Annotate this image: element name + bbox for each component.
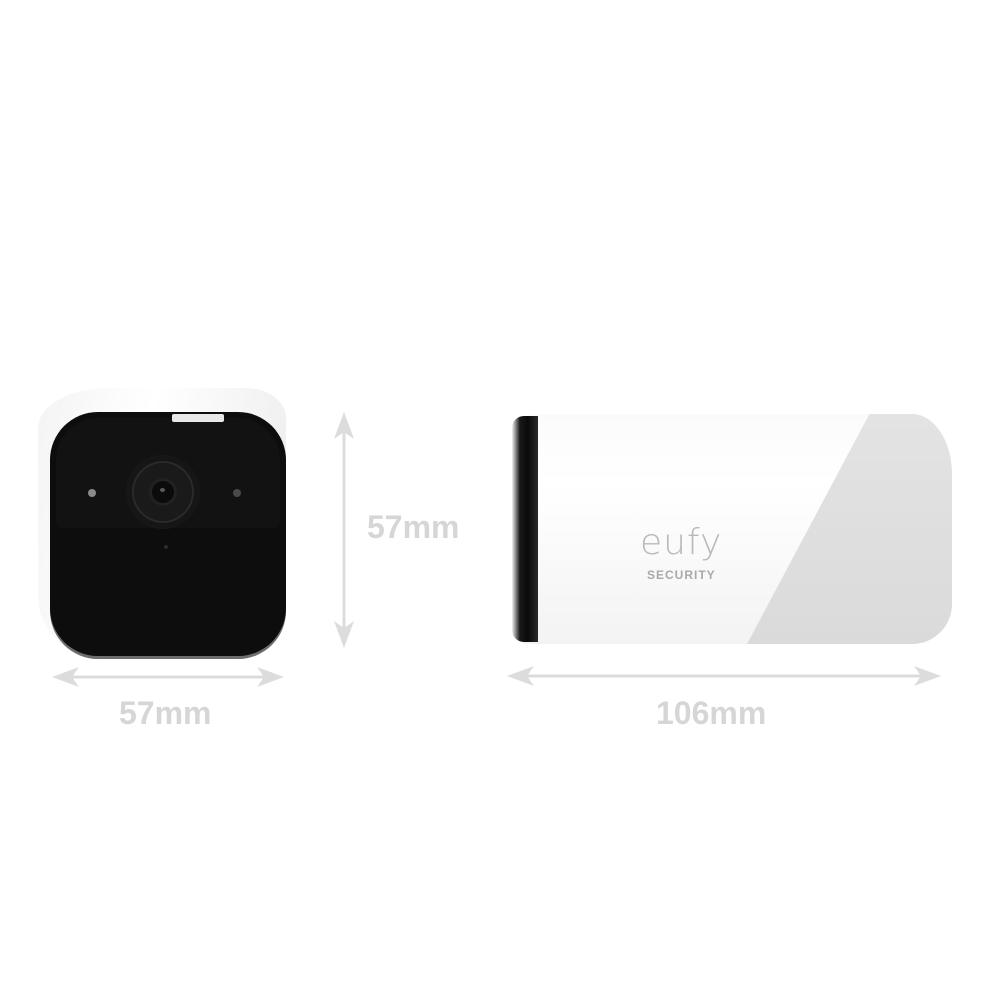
front-camera-view bbox=[0, 0, 300, 700]
front-width-dimension-label: 57mm bbox=[119, 695, 212, 731]
height-dimension-label: 57mm bbox=[367, 509, 460, 545]
camera-side-face bbox=[512, 416, 538, 642]
brand-subtitle: SECURITY bbox=[647, 568, 716, 582]
microphone-hole-icon bbox=[164, 545, 168, 549]
camera-top-tab bbox=[172, 414, 224, 422]
length-arrow-icon bbox=[507, 666, 941, 686]
brand-logo: eufy bbox=[640, 522, 723, 563]
camera-lens-core bbox=[149, 478, 177, 506]
length-dimension-label: 106mm bbox=[656, 695, 767, 731]
camera-side-body bbox=[520, 414, 952, 644]
lens-glint bbox=[160, 488, 165, 492]
led-left-icon bbox=[88, 489, 96, 497]
camera-mount-shade bbox=[731, 414, 952, 644]
front-width-arrow-icon bbox=[52, 667, 284, 687]
height-arrow-icon bbox=[334, 412, 354, 648]
sensor-right-icon bbox=[233, 489, 241, 497]
